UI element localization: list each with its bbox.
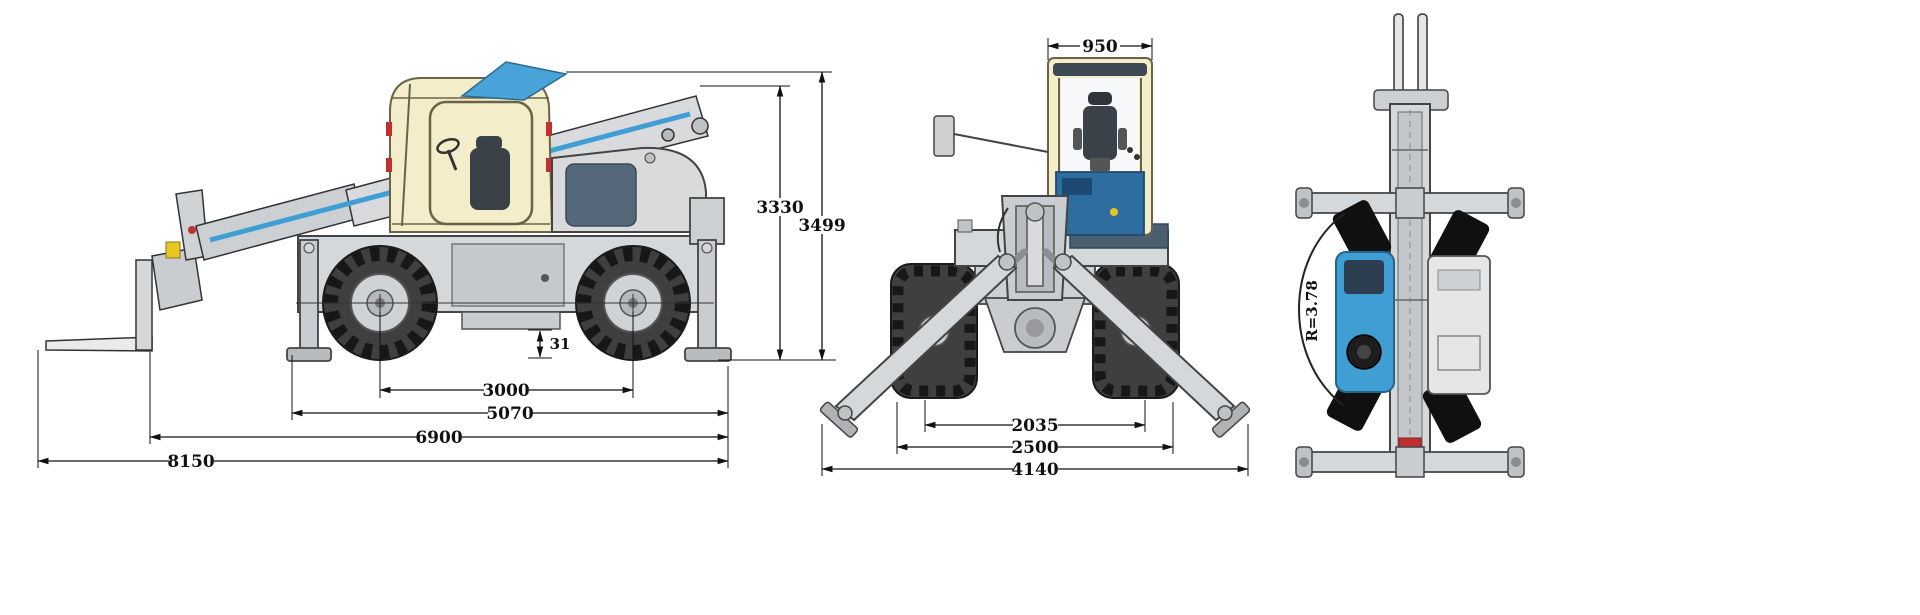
dim-track-width-label: 2035 <box>1011 416 1058 436</box>
roof-deflector <box>459 61 569 101</box>
dim-boom-height-label: 3330 <box>756 198 803 218</box>
dim-overall-width: 2500 <box>896 402 1174 458</box>
dim-track-width: 2035 <box>924 400 1146 436</box>
dim-body-length: 6900 <box>149 352 729 448</box>
front-view: 950 2035 2500 4140 <box>819 37 1251 480</box>
front-stabilizer <box>286 239 332 362</box>
dim-stabilizer-span: 4140 <box>821 424 1249 480</box>
cab <box>386 61 569 233</box>
fork-attachment <box>45 189 209 352</box>
dim-wheelbase-label: 3000 <box>482 381 529 401</box>
dim-turning-radius-label: R=3.78 <box>1303 280 1321 342</box>
mirror <box>933 115 1049 157</box>
engine-hood <box>551 146 707 233</box>
dim-turning-radius: R=3.78 <box>1303 280 1321 342</box>
dim-overall-length-label: 8150 <box>167 452 214 472</box>
top-stabilizer-arms <box>1295 187 1525 219</box>
cab-front <box>1047 57 1153 236</box>
seat <box>1083 106 1117 160</box>
right-body-top <box>1427 255 1491 395</box>
rear-stabilizer <box>684 197 732 362</box>
headrest <box>1088 92 1112 105</box>
dim-overall-length: 8150 <box>37 350 729 472</box>
boom-top <box>1389 103 1431 476</box>
dim-wheelbase: 3000 <box>379 312 634 401</box>
boom-tower <box>996 195 1070 301</box>
left-stabilizer-leg <box>819 248 1028 438</box>
dim-overall-height: 3499 <box>566 71 846 361</box>
dim-body-length-label: 6900 <box>415 428 462 448</box>
bottom-stabilizer-arms <box>1295 446 1525 478</box>
right-stabilizer-leg <box>1042 248 1251 438</box>
dim-frame-length-label: 5070 <box>486 404 533 424</box>
dim-ground-clearance: 31 <box>528 329 571 359</box>
top-view-machine <box>1295 13 1525 478</box>
front-view-machine <box>819 57 1251 438</box>
dim-ground-clearance-label: 31 <box>550 335 571 353</box>
dim-overall-width-label: 2500 <box>1011 438 1058 458</box>
side-view-machine <box>45 61 732 362</box>
turning-radius-arc <box>1298 213 1345 407</box>
forks-top <box>1373 13 1449 111</box>
dim-cab-width-label: 950 <box>1082 37 1118 57</box>
dim-cab-width: 950 <box>1047 37 1153 60</box>
dim-boom-height: 3330 <box>700 85 804 361</box>
top-view: R=3.78 <box>1295 13 1525 478</box>
dim-overall-height-label: 3499 <box>798 216 845 236</box>
engine-body-top <box>1335 251 1395 393</box>
dim-stabilizer-span-label: 4140 <box>1011 460 1058 480</box>
dim-frame-length: 5070 <box>291 355 729 468</box>
side-view: 3330 3499 31 3000 5070 <box>37 61 846 472</box>
